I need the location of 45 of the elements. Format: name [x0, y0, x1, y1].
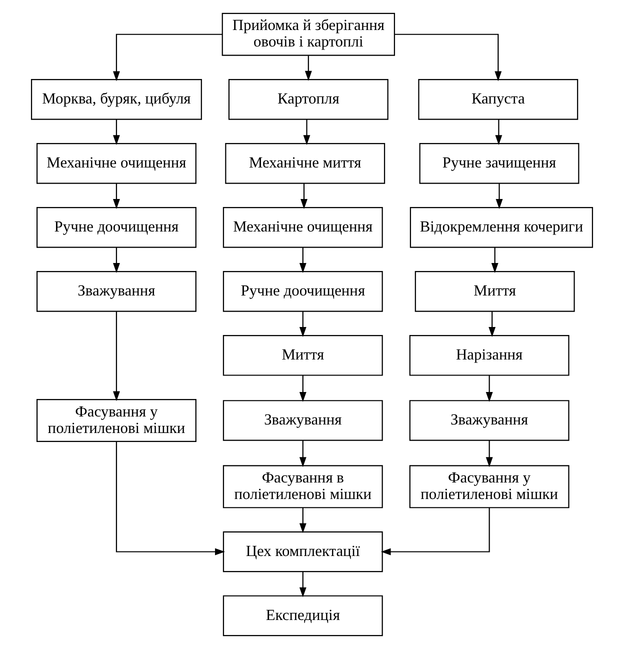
- node-box: Прийомка й зберігання овочів і картоплі: [221, 12, 395, 56]
- arrow: [298, 440, 306, 467]
- node-box: Морква, буряк, цибуля: [30, 78, 202, 120]
- arrow: [112, 310, 120, 401]
- arrow: [304, 55, 312, 80]
- node-box: Нарізання: [408, 334, 569, 376]
- arrow: [302, 118, 310, 145]
- arrow: [115, 441, 224, 555]
- node-box: Зважування: [36, 270, 196, 312]
- node-box: Ручне доочищення: [222, 270, 382, 312]
- arrow: [300, 182, 307, 208]
- arrow: [112, 246, 120, 272]
- arrow: [488, 310, 496, 336]
- arrow: [112, 118, 120, 145]
- arrow: [112, 182, 120, 208]
- node-box: Фасування у поліетиленові мішки: [408, 464, 569, 508]
- arrow: [298, 507, 306, 533]
- node-box: Фасування в поліетиленові мішки: [222, 464, 382, 508]
- node-box: Картопля: [228, 78, 388, 120]
- arrow: [485, 374, 492, 402]
- node-box: Фасування у поліетиленові мішки: [36, 398, 196, 442]
- arrow: [380, 507, 490, 555]
- node-box: Експедиція: [222, 594, 382, 636]
- arrow: [495, 182, 502, 208]
- node-box: Механічне миття: [224, 142, 385, 184]
- arrow: [112, 33, 222, 81]
- node-box: Миття: [222, 334, 382, 376]
- node-box: Зважування: [222, 400, 382, 440]
- arrow: [298, 246, 306, 272]
- arrow: [485, 440, 492, 467]
- node-box: Механічне очищення: [36, 142, 196, 184]
- node-box: Зважування: [408, 400, 569, 440]
- node-box: Відокремлення кочериги: [409, 206, 593, 248]
- node-box: Ручне доочищення: [36, 206, 196, 248]
- arrow: [490, 246, 498, 272]
- node-box: Цех комплектації: [222, 530, 382, 572]
- arrow: [298, 310, 306, 336]
- arrow: [298, 571, 306, 597]
- node-box: Ручне зачищення: [418, 142, 579, 184]
- arrow: [494, 118, 502, 145]
- arrow: [298, 374, 306, 402]
- node-box: Механічне очищення: [222, 206, 382, 248]
- node-box: Миття: [414, 270, 574, 312]
- arrow: [394, 33, 502, 81]
- node-box: Капуста: [418, 78, 578, 120]
